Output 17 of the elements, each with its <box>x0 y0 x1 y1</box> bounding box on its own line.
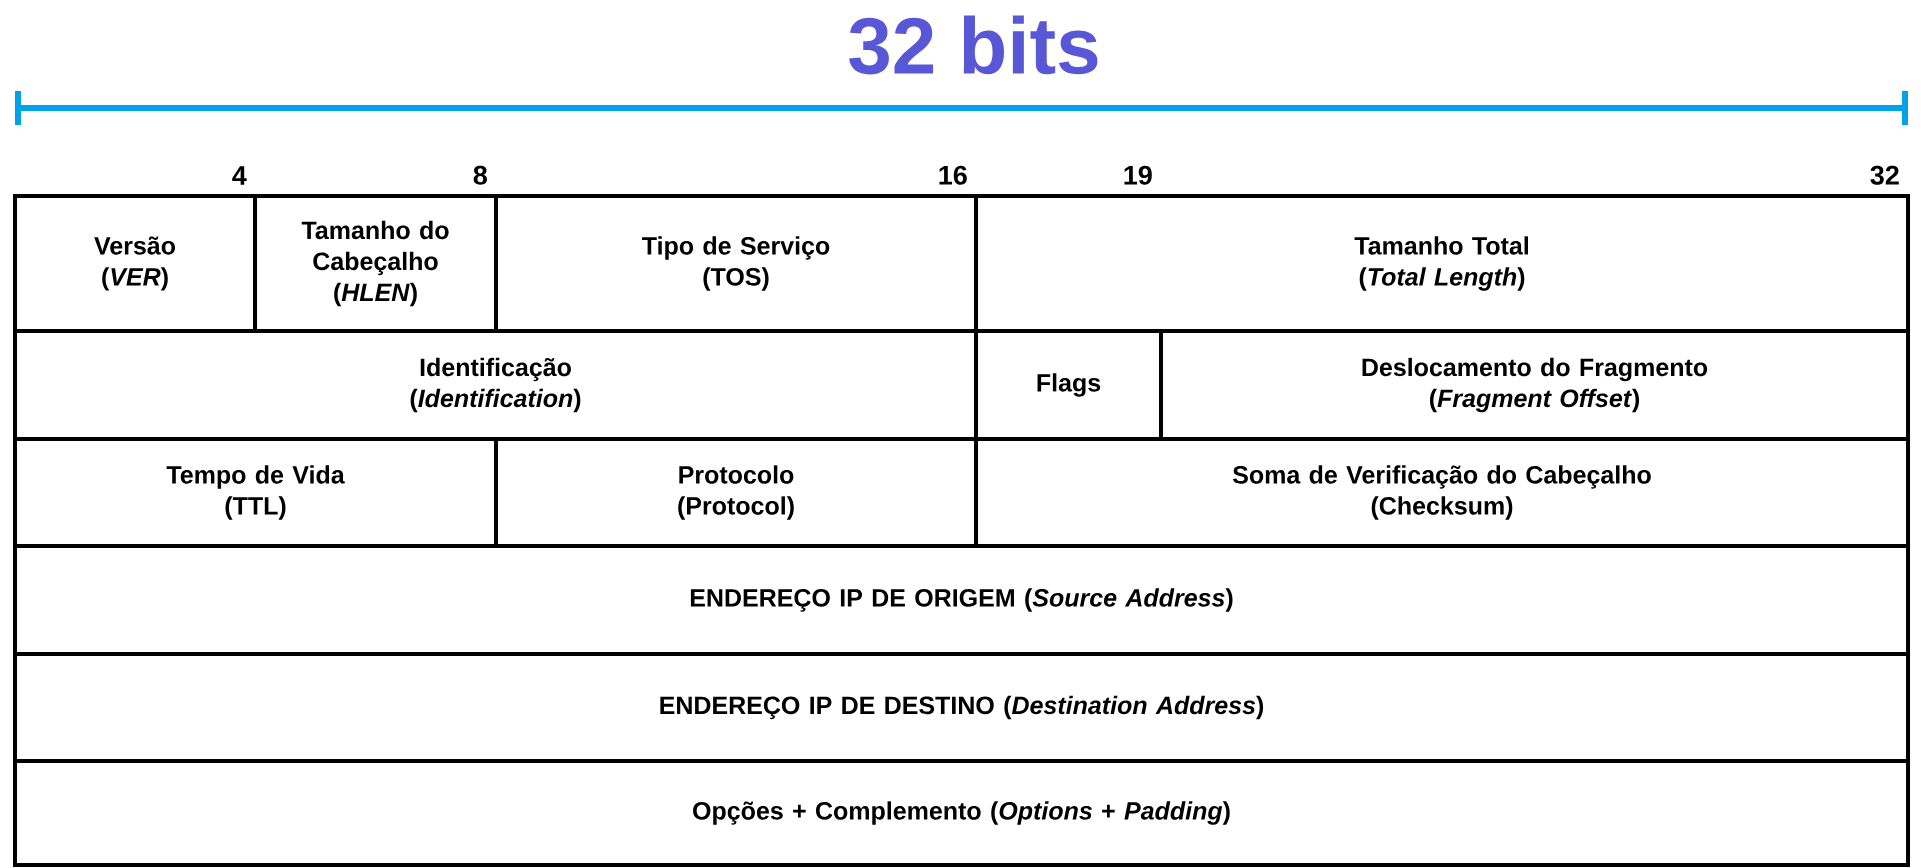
field-cell: Protocolo (Protocol) <box>494 437 978 548</box>
field-cell: Tempo de Vida (TTL) <box>13 437 498 548</box>
title: 32 bits <box>849 15 1098 75</box>
field-cell: Tamanho do Cabeçalho (HLEN) <box>253 194 498 333</box>
field-cell: Versão (VER) <box>13 194 257 333</box>
bit-number: 16 <box>939 165 967 185</box>
field-cell: ENDEREÇO IP DE DESTINO (Destination Address) <box>13 652 1910 763</box>
bit-number: 8 <box>473 165 487 185</box>
field-cell: Identificação (Identification) <box>13 329 978 441</box>
field-cell: Flags <box>974 329 1163 441</box>
field-cell: Soma de Verificação do Cabeçalho (Checksum) <box>974 437 1910 548</box>
field-cell: Opções + Complemento (Options + Padding) <box>13 759 1910 867</box>
field-cell: ENDEREÇO IP DE ORIGEM (Source Address) <box>13 544 1910 656</box>
field-cell: Tipo de Serviço (TOS) <box>494 194 978 333</box>
field-cell: Tamanho Total (Total Length) <box>974 194 1910 333</box>
field-cell: Deslocamento do Fragmento (Fragment Offset) <box>1159 329 1910 441</box>
bit-number: 4 <box>232 166 247 185</box>
